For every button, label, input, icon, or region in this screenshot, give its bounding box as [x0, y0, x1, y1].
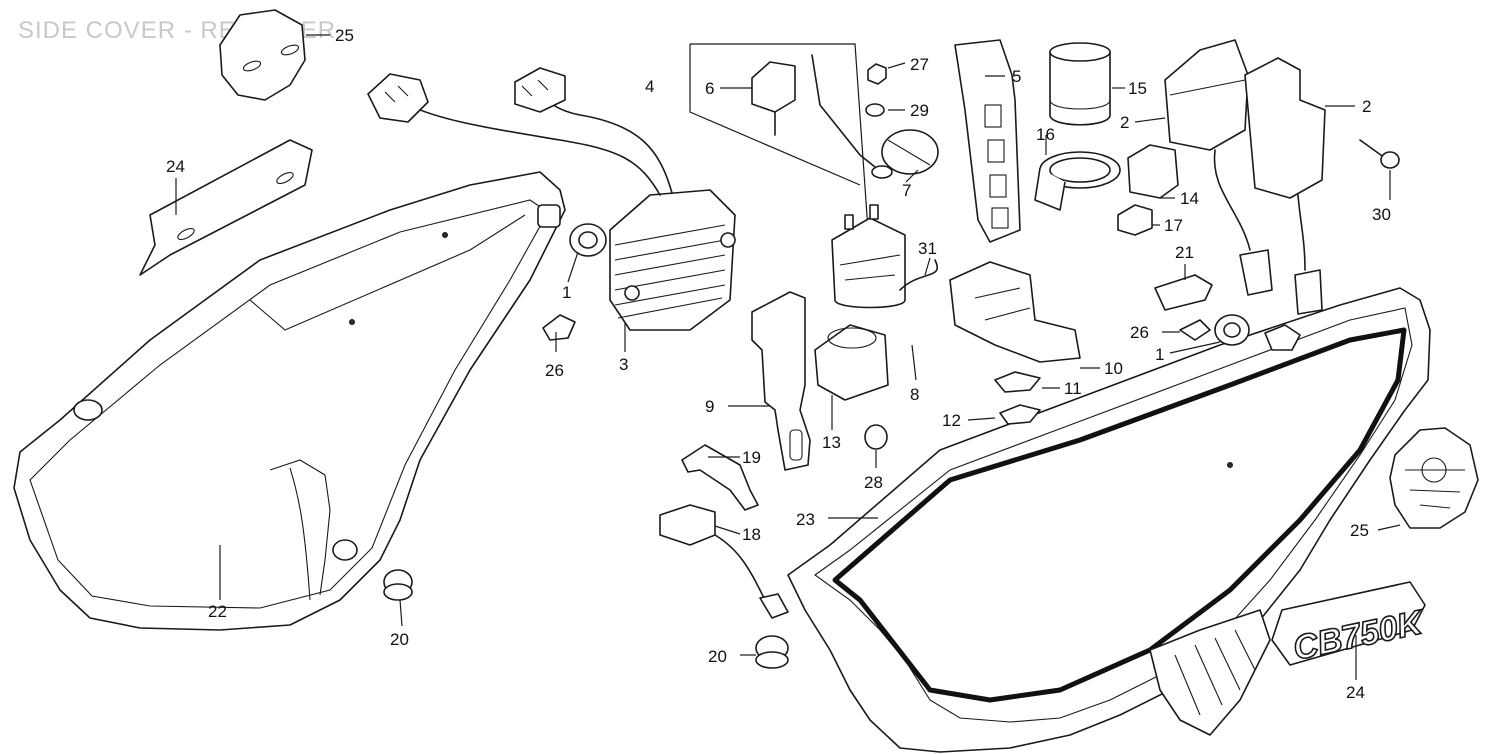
callout-29: 29 — [910, 101, 929, 120]
callout-labels: 25 24 1 26 3 22 20 4 6 7 27 29 5 15 2 2 … — [166, 26, 1391, 702]
callout-25-right: 25 — [1350, 521, 1369, 540]
small-grommet — [864, 424, 888, 450]
callout-7: 7 — [902, 181, 911, 200]
shim-a — [994, 371, 1041, 393]
callout-2-left: 2 — [1120, 113, 1129, 132]
rectifier — [367, 67, 736, 331]
grommet-left — [569, 223, 607, 257]
callout-17: 17 — [1164, 216, 1183, 235]
leader-lines — [175, 34, 1401, 680]
nut — [867, 63, 887, 85]
left-side-cover — [13, 171, 566, 631]
small-relay — [1127, 144, 1179, 199]
clip-left — [542, 314, 576, 341]
callout-4: 4 — [645, 77, 654, 96]
washer — [865, 103, 885, 117]
callout-25-top: 25 — [335, 26, 354, 45]
callout-21: 21 — [1175, 243, 1194, 262]
relay-cylinder — [1049, 42, 1111, 126]
terminal-cap — [751, 61, 796, 136]
callout-3: 3 — [619, 355, 628, 374]
callout-15: 15 — [1128, 79, 1147, 98]
connector-clip — [1154, 274, 1213, 311]
relay-cap — [1117, 204, 1153, 236]
crest-emblem — [1389, 427, 1479, 529]
callout-18: 18 — [742, 525, 761, 544]
callout-10: 10 — [1104, 359, 1123, 378]
fuse-box — [954, 39, 1021, 243]
mounting-bolt — [1359, 139, 1400, 169]
callout-12: 12 — [942, 411, 961, 430]
harness-connector — [659, 504, 789, 619]
bracket-plate — [139, 139, 313, 276]
callout-28: 28 — [864, 473, 883, 492]
starter-relay — [831, 204, 906, 309]
mounting-bracket — [751, 291, 811, 471]
callout-8: 8 — [910, 385, 919, 404]
callout-20-left: 20 — [390, 630, 409, 649]
callout-30: 30 — [1372, 205, 1391, 224]
control-unit-a — [1164, 39, 1273, 296]
battery-cable — [811, 54, 886, 176]
relay-cover — [814, 324, 889, 401]
wire-clip — [899, 259, 938, 291]
harness-bracket — [681, 444, 759, 511]
callout-31: 31 — [918, 239, 937, 258]
relay-bracket — [949, 261, 1081, 363]
callout-16: 16 — [1036, 125, 1055, 144]
control-unit-b — [1244, 57, 1326, 315]
callout-26-right: 26 — [1130, 323, 1149, 342]
clip-right — [1179, 319, 1211, 341]
callout-24-right: 24 — [1346, 683, 1365, 702]
callout-20-center: 20 — [708, 647, 727, 666]
callout-19: 19 — [742, 448, 761, 467]
callout-24-left: 24 — [166, 157, 185, 176]
grommet-right — [1214, 314, 1250, 346]
callout-5: 5 — [1012, 67, 1021, 86]
callout-2-right: 2 — [1362, 97, 1371, 116]
callout-1-right: 1 — [1155, 345, 1164, 364]
callout-26-left: 26 — [545, 361, 564, 380]
callout-1-left: 1 — [562, 283, 571, 302]
cushion-left — [383, 569, 413, 601]
callout-11: 11 — [1064, 379, 1082, 398]
relay-band — [1034, 151, 1121, 211]
right-side-cover — [787, 287, 1431, 753]
callout-6: 6 — [705, 79, 714, 98]
callout-27: 27 — [910, 55, 929, 74]
emblem-plate-top — [219, 9, 306, 101]
fuse-bulb — [881, 129, 939, 175]
assembly-bracket-4 — [689, 43, 869, 231]
callout-14: 14 — [1180, 189, 1199, 208]
cable-terminal — [871, 165, 893, 179]
callout-9: 9 — [705, 397, 714, 416]
callout-22: 22 — [208, 602, 227, 621]
callout-23: 23 — [796, 510, 815, 529]
model-badge: CB750K — [1271, 581, 1428, 669]
callout-13: 13 — [822, 433, 841, 452]
shim-b — [999, 404, 1041, 425]
cushion-center — [755, 635, 789, 669]
